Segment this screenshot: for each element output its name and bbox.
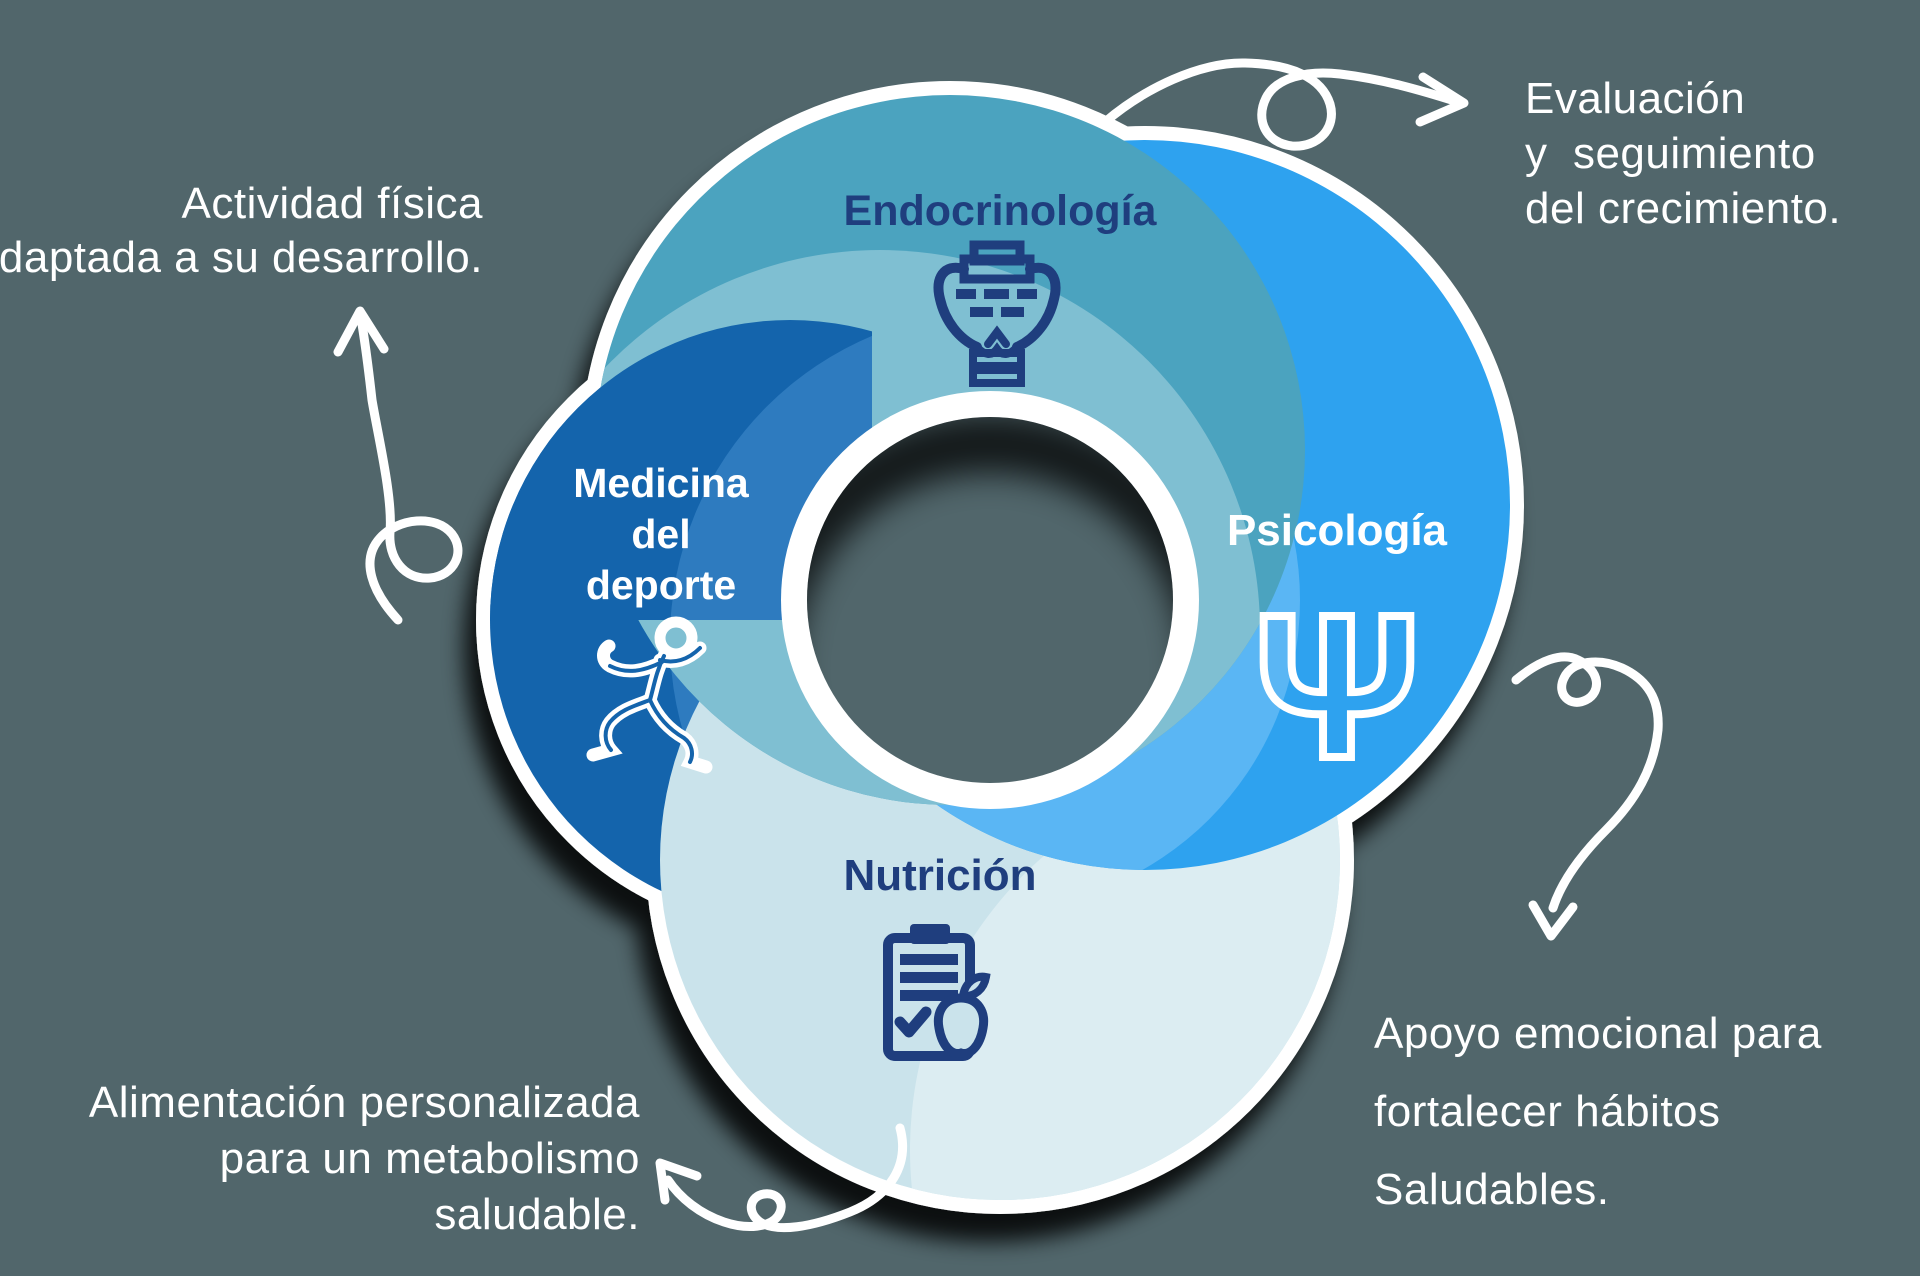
svg-text:para un metabolismo: para un metabolismo — [220, 1134, 640, 1183]
arrow-top-left — [333, 306, 463, 625]
svg-text:y seguimiento: y seguimiento — [1525, 129, 1816, 178]
hole-center — [807, 417, 1173, 783]
label-endocrinologia: Endocrinología — [844, 187, 1158, 235]
annotation-top-left: Actividad física adaptada a su desarroll… — [0, 179, 483, 282]
arrow-bottom-left — [655, 1123, 908, 1233]
svg-text:Medicina: Medicina — [573, 460, 750, 506]
clipboard-apple-icon — [883, 924, 991, 1061]
arrow-bottom-right — [1511, 652, 1663, 941]
svg-text:saludable.: saludable. — [434, 1190, 640, 1239]
hole-inner-shadow — [807, 417, 1173, 783]
svg-text:Evaluación: Evaluación — [1525, 74, 1745, 123]
svg-text:Saludables.: Saludables. — [1374, 1165, 1609, 1214]
svg-text:del: del — [631, 511, 690, 557]
svg-text:del crecimiento.: del crecimiento. — [1525, 184, 1841, 233]
svg-text:fortalecer hábitos: fortalecer hábitos — [1374, 1087, 1721, 1136]
psi-icon: Ψ — [1254, 572, 1420, 801]
svg-text:Alimentación personalizada: Alimentación personalizada — [89, 1078, 640, 1127]
label-medicina-del-deporte: Medicina del deporte — [573, 460, 750, 608]
svg-text:Actividad física: Actividad física — [182, 179, 483, 228]
arrow-top-right — [1100, 58, 1469, 151]
thyroid-icon — [933, 240, 1061, 387]
svg-text:deporte: deporte — [586, 562, 736, 608]
annotation-bottom-left: Alimentación personalizada para un metab… — [89, 1078, 640, 1239]
label-psicologia: Psicología — [1227, 506, 1448, 555]
annotation-bottom-right: Apoyo emocional para fortalecer hábitos … — [1374, 1009, 1822, 1214]
runner-icon — [586, 616, 713, 774]
annotation-top-right: Evaluación y seguimiento del crecimiento… — [1525, 74, 1841, 233]
label-nutricion: Nutrición — [843, 851, 1036, 900]
donut-chart: Endocrinología Medicina del deporte — [476, 81, 1524, 1214]
svg-text:Apoyo emocional para: Apoyo emocional para — [1374, 1009, 1822, 1058]
svg-text:adaptada a su desarrollo.: adaptada a su desarrollo. — [0, 233, 483, 282]
